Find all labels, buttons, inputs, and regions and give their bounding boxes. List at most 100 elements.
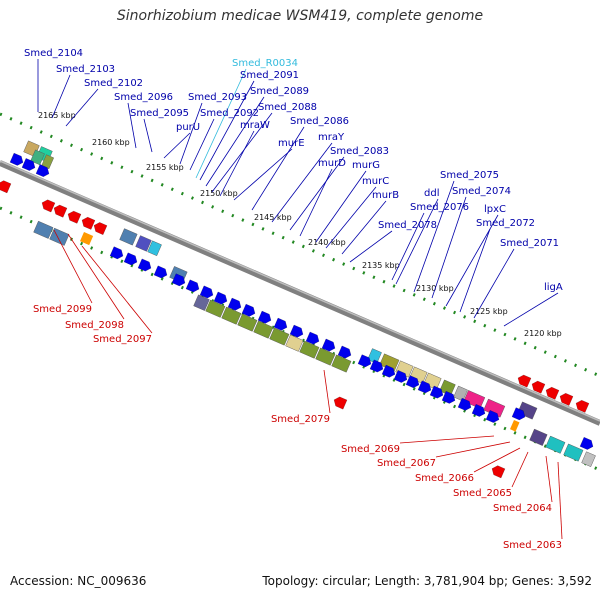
gene-label: mraW (240, 120, 270, 131)
forward-gene-arrow (171, 273, 186, 287)
forward-gene-arrow (485, 410, 500, 423)
gene-label: Smed_2104 (24, 48, 83, 59)
forward-gene-arrow (579, 436, 594, 450)
forward-gene-arrow (441, 390, 456, 404)
forward-gene-arrow (213, 291, 228, 305)
cog-box (135, 235, 152, 252)
gene-label: Smed_R0034 (232, 58, 298, 69)
forward-gene-arrow (457, 397, 472, 411)
leader-line (81, 245, 153, 334)
leader-line (545, 455, 553, 503)
gene-label: ligA (544, 282, 563, 293)
gene-label: Smed_2092 (200, 108, 259, 119)
leader-line (473, 248, 515, 319)
gene-label: Smed_2069 (341, 444, 400, 455)
forward-gene-arrow (273, 317, 288, 331)
cog-box (529, 428, 548, 446)
kbp-tick-label: 2120 kbp (524, 329, 562, 338)
forward-gene-arrow (35, 164, 50, 177)
gene-label: Smed_2065 (453, 488, 512, 499)
leader-line (189, 118, 215, 171)
leader-line (435, 441, 511, 458)
accession-text: Accession: NC_009636 (10, 574, 147, 588)
gene-label: Smed_2075 (440, 170, 499, 181)
forward-gene-arrow (241, 303, 256, 317)
kbp-tick-label: 2145 kbp (254, 213, 292, 222)
forward-gene-arrow (185, 279, 200, 293)
leader-line (65, 88, 99, 127)
cog-box (193, 294, 210, 311)
cog-box (315, 347, 336, 366)
gene-label: Smed_2064 (493, 503, 552, 514)
leader-line (399, 435, 495, 444)
forward-gene-arrow (21, 158, 36, 171)
leader-line (199, 80, 255, 181)
leader-line (503, 292, 559, 327)
reverse-gene-arrow (531, 380, 546, 394)
gene-label: Smed_2089 (250, 86, 309, 97)
reverse-gene-arrow (0, 180, 12, 194)
forward-gene-arrow (9, 152, 24, 166)
leader-line (349, 230, 393, 263)
leader-line (179, 102, 203, 165)
kbp-tick-label: 2150 kbp (200, 189, 238, 198)
gene-label: Smed_2096 (114, 92, 173, 103)
leader-line (211, 112, 273, 193)
forward-gene-arrow (153, 265, 168, 279)
forward-gene-arrow (337, 345, 352, 359)
cog-box (331, 354, 352, 373)
cog-box (285, 334, 304, 352)
gene-label: Smed_2079 (271, 414, 330, 425)
reverse-gene-arrow (559, 393, 574, 406)
gene-label: murD (318, 158, 346, 169)
backbone-highlight (0, 160, 600, 422)
gene-label: Smed_2098 (65, 320, 124, 331)
reverse-gene-arrow (575, 399, 590, 413)
cog-box (253, 320, 274, 339)
reverse-gene-arrow (333, 396, 348, 410)
forward-gene-arrow (511, 407, 526, 421)
gene-label: Smed_2072 (476, 218, 535, 229)
gene-label: Smed_2103 (56, 64, 115, 75)
leader-line (233, 148, 293, 201)
cog-box (237, 313, 258, 332)
forward-gene-arrow (471, 403, 486, 417)
forward-gene-arrow (199, 285, 214, 299)
leader-line (67, 233, 125, 320)
gene-label: Smed_2067 (377, 458, 436, 469)
kbp-tick-label: 2165 kbp (38, 111, 76, 120)
leader-line (51, 74, 71, 119)
gene-label: Smed_2086 (290, 116, 349, 127)
leader-line (341, 200, 387, 255)
forward-gene-arrow (417, 380, 432, 394)
cog-box (563, 443, 584, 462)
leader-line (53, 229, 93, 304)
forward-gene-arrow (227, 297, 242, 311)
forward-gene-arrow (289, 324, 304, 338)
gene-label: Smed_2102 (84, 78, 143, 89)
orange-feature (80, 232, 94, 246)
gene-label: Smed_2074 (452, 186, 511, 197)
gene-label: lpxC (484, 204, 506, 215)
leader-line (473, 447, 521, 473)
gene-label: Smed_2097 (93, 334, 152, 345)
forward-gene-arrow (381, 364, 396, 378)
cog-box (463, 390, 486, 409)
leader-line (299, 168, 333, 237)
gene-label: Smed_2099 (33, 304, 92, 315)
gene-label: mraY (318, 132, 345, 143)
forward-gene-arrow (357, 354, 372, 368)
leader-line (195, 68, 247, 179)
leader-line (219, 130, 255, 197)
leader-line (143, 118, 153, 153)
kbp-tick-label: 2160 kbp (92, 138, 130, 147)
kbp-tick-label: 2155 kbp (146, 163, 184, 172)
reverse-gene-arrow (545, 386, 560, 400)
gene-label: murE (278, 138, 305, 149)
forward-gene-arrow (109, 246, 124, 260)
leader-line (251, 126, 305, 211)
leader-line (395, 198, 439, 285)
leader-line (557, 461, 563, 540)
kbp-tick-label: 2135 kbp (362, 261, 400, 270)
